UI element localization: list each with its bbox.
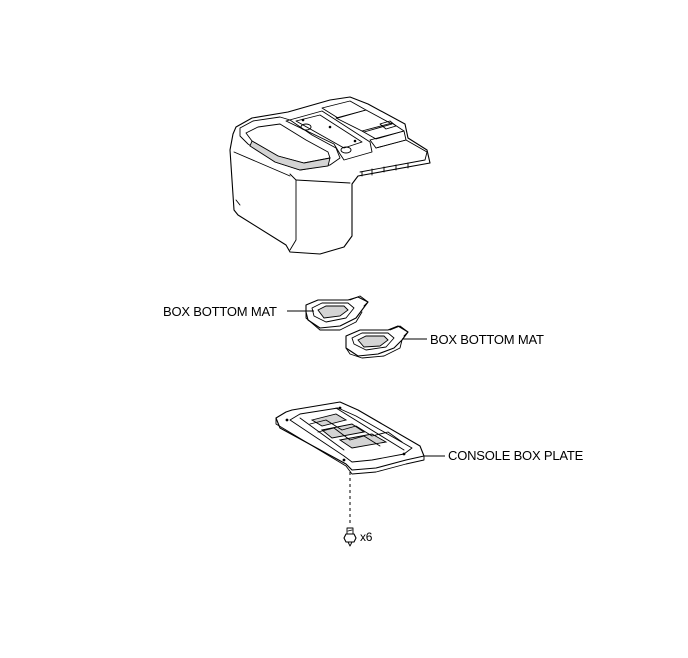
box-bottom-mat-label-2: BOX BOTTOM MAT bbox=[430, 332, 544, 347]
box-bottom-mat-1-drawing bbox=[305, 295, 369, 331]
console-box-plate-drawing bbox=[275, 401, 425, 475]
box-bottom-mat-label-1: BOX BOTTOM MAT bbox=[163, 304, 277, 319]
screw-quantity-label: x6 bbox=[360, 530, 373, 544]
screw-icon bbox=[343, 527, 357, 547]
console-box-plate-label: CONSOLE BOX PLATE bbox=[448, 448, 584, 463]
console-box-drawing bbox=[229, 96, 431, 255]
box-bottom-mat-2-drawing bbox=[345, 325, 409, 359]
